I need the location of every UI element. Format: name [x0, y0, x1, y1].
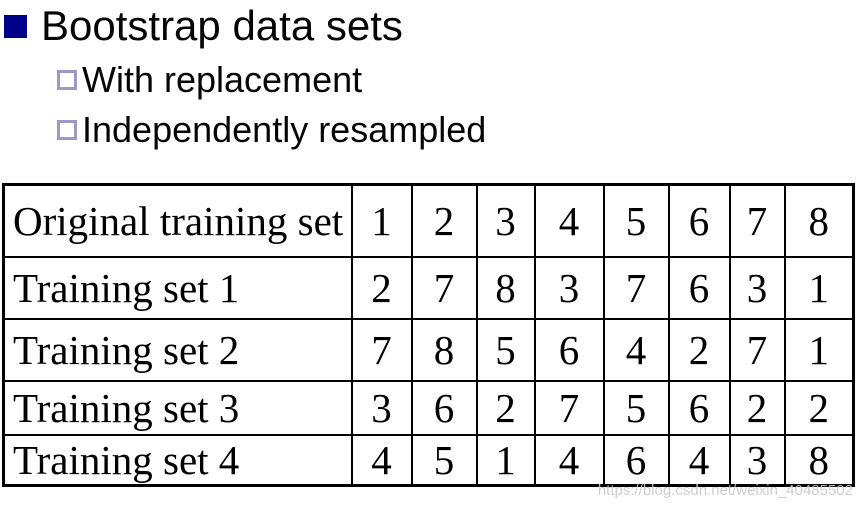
table-cell: 3 [728, 433, 786, 487]
hollow-square-bullet-icon [57, 120, 77, 140]
table-cell: 5 [475, 317, 536, 382]
table-cell: 2 [667, 317, 731, 382]
table-cell: 6 [667, 255, 731, 320]
table-cell: 1 [475, 433, 536, 487]
table-cell: 3 [475, 183, 536, 258]
table-cell: 1 [783, 317, 855, 382]
table-cell: 8 [410, 317, 478, 382]
table-cell: 7 [602, 255, 670, 320]
table-cell: 6 [667, 183, 731, 258]
table-cell: 2 [475, 379, 536, 436]
row-label: Training set 3 [2, 379, 353, 436]
bullet-text-2: Independently resampled [82, 109, 487, 150]
row-label: Training set 1 [2, 255, 353, 320]
row-label: Training set 4 [2, 433, 353, 487]
table-cell: 3 [533, 255, 605, 320]
table-cell: 4 [350, 433, 413, 487]
table-cell: 8 [783, 183, 855, 258]
table-cell: 7 [728, 183, 786, 258]
table-cell: 5 [602, 183, 670, 258]
table-cell: 2 [783, 379, 855, 436]
table-cell: 6 [533, 317, 605, 382]
table-cell: 1 [783, 255, 855, 320]
row-label: Original training set [2, 183, 353, 258]
table-cell: 5 [602, 379, 670, 436]
row-label: Training set 2 [2, 317, 353, 382]
table-cell: 4 [667, 433, 731, 487]
bullet-text-1: With replacement [82, 59, 363, 100]
table-cell: 2 [410, 183, 478, 258]
watermark-text: https://blog.csdn.net/weixin_40485502 [597, 482, 853, 499]
table-cell: 7 [410, 255, 478, 320]
table-cell: 7 [350, 317, 413, 382]
bullet-item-2: Independently resampled [57, 108, 486, 152]
table-cell: 8 [783, 433, 855, 487]
title-row: Bootstrap data sets [4, 2, 403, 50]
table-cell: 8 [475, 255, 536, 320]
table-cell: 1 [350, 183, 413, 258]
table-cell: 6 [410, 379, 478, 436]
table-cell: 6 [602, 433, 670, 487]
hollow-square-bullet-icon [57, 70, 77, 90]
slide-title: Bootstrap data sets [41, 2, 403, 49]
table-cell: 2 [728, 379, 786, 436]
table-cell: 7 [533, 379, 605, 436]
table-cell: 7 [728, 317, 786, 382]
table-cell: 6 [667, 379, 731, 436]
table-cell: 4 [533, 183, 605, 258]
title-square-bullet-icon [4, 14, 27, 38]
table-cell: 3 [728, 255, 786, 320]
bullet-item-1: With replacement [57, 58, 362, 102]
table-cell: 5 [410, 433, 478, 487]
table-cell: 3 [350, 379, 413, 436]
table-cell: 4 [533, 433, 605, 487]
table-cell: 4 [602, 317, 670, 382]
table-cell: 2 [350, 255, 413, 320]
